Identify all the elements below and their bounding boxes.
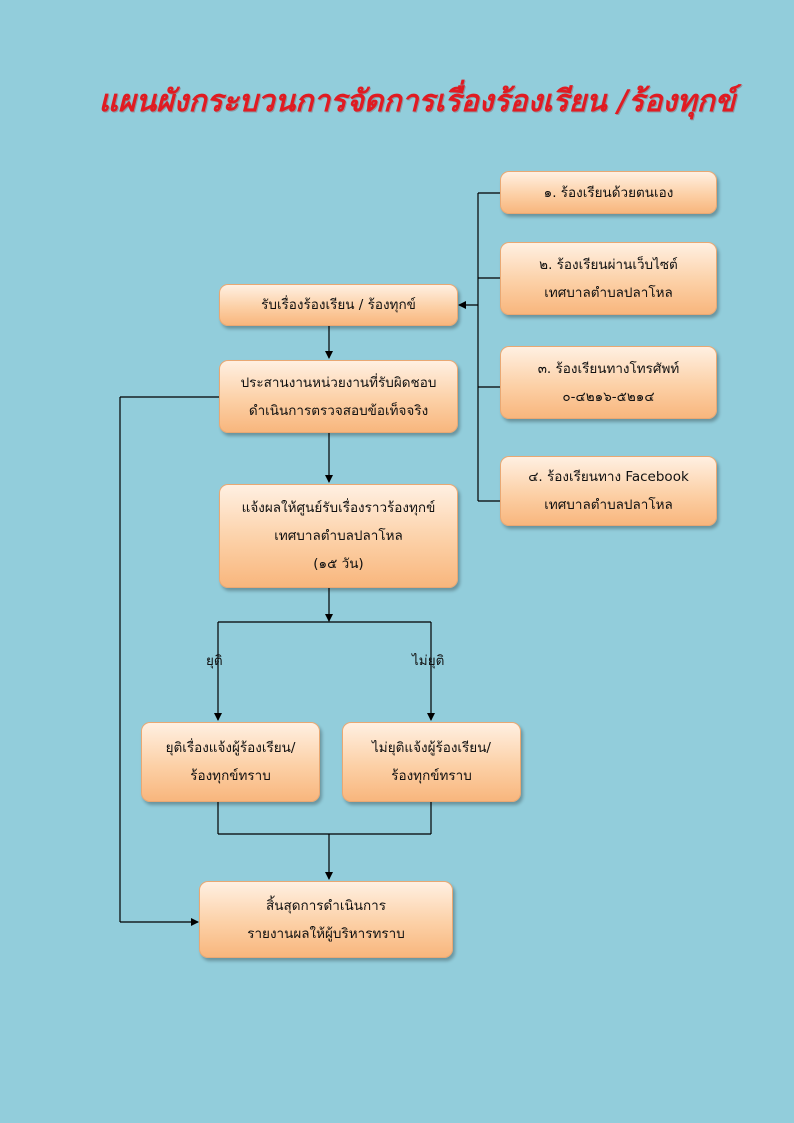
channel-box-line: ๒. ร้องเรียนผ่านเว็บไซต์ bbox=[539, 256, 678, 273]
channel-box-line: ๓. ร้องเรียนทางโทรศัพท์ bbox=[537, 360, 680, 377]
channel-box-line: ๔. ร้องเรียนทาง Facebook bbox=[528, 469, 689, 485]
channel-box-line: เทศบาลตำบลปลาโหล bbox=[544, 497, 673, 513]
end-box: สิ้นสุดการดำเนินการ รายงานผลให้ผู้บริหาร… bbox=[199, 881, 453, 958]
page-title: แผนผังกระบวนการจัดการเรื่องร้องเรียน /ร้… bbox=[98, 84, 736, 119]
unresolved-line: ร้องทุกข์ทราบ bbox=[391, 768, 472, 784]
channel-box-line: ๐-๔๒๑๖-๕๒๑๔ bbox=[562, 388, 655, 405]
channel-box-website: ๒. ร้องเรียนผ่านเว็บไซต์ เทศบาลตำบลปลาโห… bbox=[500, 242, 717, 315]
notify-center-line: แจ้งผลให้ศูนย์รับเรื่องราวร้องทุกข์ bbox=[241, 500, 436, 516]
branch-label-unresolved: ไม่ยุติ bbox=[412, 653, 445, 669]
resolved-line: ยุติเรื่องแจ้งผู้ร้องเรียน/ bbox=[165, 740, 296, 756]
receive-complaint-box: รับเรื่องร้องเรียน / ร้องทุกข์ bbox=[219, 284, 458, 326]
unresolved-line: ไม่ยุติแจ้งผู้ร้องเรียน/ bbox=[372, 740, 491, 756]
unresolved-box: ไม่ยุติแจ้งผู้ร้องเรียน/ ร้องทุกข์ทราบ bbox=[342, 722, 521, 802]
resolved-box: ยุติเรื่องแจ้งผู้ร้องเรียน/ ร้องทุกข์ทรา… bbox=[141, 722, 320, 802]
receive-complaint-text: รับเรื่องร้องเรียน / ร้องทุกข์ bbox=[261, 297, 416, 313]
notify-center-box: แจ้งผลให้ศูนย์รับเรื่องราวร้องทุกข์ เทศบ… bbox=[219, 484, 458, 588]
coordinate-line: ประสานงานหน่วยงานที่รับผิดชอบ bbox=[240, 374, 437, 391]
end-line: รายงานผลให้ผู้บริหารทราบ bbox=[247, 925, 405, 942]
coordinate-line: ดำเนินการตรวจสอบข้อเท็จจริง bbox=[248, 402, 429, 419]
channel-box-phone: ๓. ร้องเรียนทางโทรศัพท์ ๐-๔๒๑๖-๕๒๑๔ bbox=[500, 346, 717, 419]
channel-box-facebook: ๔. ร้องเรียนทาง Facebook เทศบาลตำบลปลาโห… bbox=[500, 456, 717, 526]
resolved-line: ร้องทุกข์ทราบ bbox=[190, 768, 271, 784]
end-line: สิ้นสุดการดำเนินการ bbox=[266, 897, 386, 914]
notify-center-line: เทศบาลตำบลปลาโหล bbox=[274, 528, 403, 544]
channel-box-line: เทศบาลตำบลปลาโหล bbox=[544, 284, 673, 301]
notify-center-line: (๑๕ วัน) bbox=[313, 556, 364, 572]
branch-label-resolved: ยุติ bbox=[206, 653, 223, 669]
coordinate-box: ประสานงานหน่วยงานที่รับผิดชอบ ดำเนินการต… bbox=[219, 360, 458, 433]
channel-box-line: ๑. ร้องเรียนด้วยตนเอง bbox=[543, 184, 674, 201]
channel-box-in-person: ๑. ร้องเรียนด้วยตนเอง bbox=[500, 171, 717, 214]
